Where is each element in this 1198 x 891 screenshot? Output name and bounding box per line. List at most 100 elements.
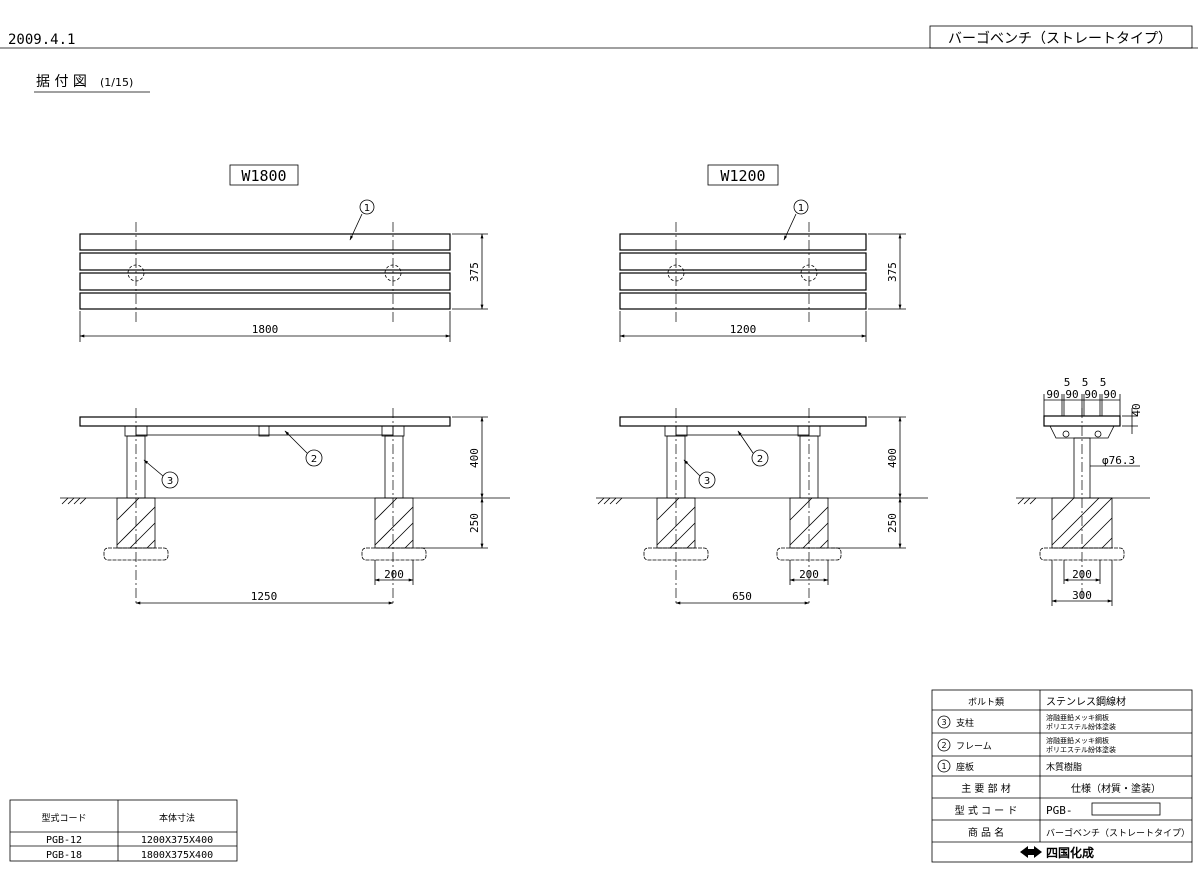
w1800-label: W1800 xyxy=(241,167,286,185)
w1800-plan-view: W1800 1 375 1800 xyxy=(79,164,488,342)
side-slat-width-2: 90 xyxy=(1065,388,1078,401)
spec-header-spec: 仕様（材質・塗装） xyxy=(1071,782,1161,795)
w1200-callout-3-text: 3 xyxy=(704,476,710,487)
spec-row-frame-spec-2: ポリエステル紛体塗装 xyxy=(1046,745,1116,754)
side-gap-1: 5 xyxy=(1064,376,1071,389)
w1200-slat-4 xyxy=(619,292,867,310)
w1200-plan-view: W1200 1 375 1200 xyxy=(619,164,906,342)
side-gap-3: 5 xyxy=(1100,376,1107,389)
model-table-row-1-code: PGB-12 xyxy=(46,835,82,846)
w1800-callout-2-text: 2 xyxy=(311,454,317,465)
side-ground-hatch xyxy=(1017,497,1037,505)
spec-row-frame-marker xyxy=(937,738,951,752)
w1200-span-dim: 650 xyxy=(732,590,752,603)
w1200-footing-dim: 200 xyxy=(799,568,819,581)
w1200-slat-2 xyxy=(619,252,867,271)
w1800-callout-1 xyxy=(359,199,375,215)
model-table-header-size: 本体寸法 xyxy=(159,812,195,824)
title-box xyxy=(929,25,1193,49)
side-foundation-hatch xyxy=(1051,497,1113,549)
spec-name-label: 商 品 名 xyxy=(968,826,1004,839)
w1800-callout-2-leader xyxy=(284,430,308,454)
w1800-slat-4 xyxy=(79,292,451,310)
w1200-callout-3 xyxy=(698,471,716,489)
w1800-callout-1-leader xyxy=(349,213,363,241)
side-gap-2: 5 xyxy=(1082,376,1089,389)
spec-row-frame-part: フレーム xyxy=(956,741,992,752)
w1800-frame xyxy=(135,425,394,436)
w1800-slat-2 xyxy=(79,252,451,271)
side-foundation-width-dim: 300 xyxy=(1072,589,1092,602)
w1200-label-box xyxy=(707,164,779,186)
model-code-table: 型式コード 本体寸法 PGB-12 1200X375X400 PGB-18 18… xyxy=(9,799,238,862)
w1200-slat-1 xyxy=(619,233,867,251)
side-gravel xyxy=(1039,547,1125,561)
w1800-gravel-left xyxy=(103,547,169,561)
model-table-header-code: 型式コード xyxy=(41,812,86,824)
side-slat-ext-lines xyxy=(1043,394,1121,416)
w1200-label: W1200 xyxy=(720,167,765,185)
side-footing-dim: 200 xyxy=(1072,568,1092,581)
spec-code-box xyxy=(1091,802,1161,816)
w1200-callout-2 xyxy=(751,449,769,467)
spec-code-value: PGB- xyxy=(1046,804,1073,817)
w1800-center-bracket xyxy=(258,425,270,437)
side-slat-width-3: 90 xyxy=(1084,388,1097,401)
spec-header-part: 主 要 部 材 xyxy=(961,782,1011,795)
w1200-ground-hatch xyxy=(597,497,623,505)
spec-row-post-spec-1: 溶融亜鉛メッキ鋼板 xyxy=(1046,713,1109,722)
model-table-frame xyxy=(9,799,238,862)
company-name: 四国化成 xyxy=(1046,845,1094,860)
spec-row-post-marker xyxy=(937,715,951,729)
model-table-row-2-code: PGB-18 xyxy=(46,850,82,861)
w1800-seat xyxy=(79,416,451,427)
spec-row-seat-no: 1 xyxy=(941,762,946,771)
w1800-foundation-dim: 250 xyxy=(468,513,481,533)
w1200-gravel-left xyxy=(643,547,709,561)
model-table-row-1-size: 1200X375X400 xyxy=(141,835,213,846)
side-slat-width-4: 90 xyxy=(1103,388,1116,401)
w1800-post-right xyxy=(384,435,404,499)
w1200-callout-3-leader xyxy=(683,459,701,477)
w1200-seat xyxy=(619,416,867,427)
w1800-ground-hatch xyxy=(61,497,87,505)
w1200-foundation-hatch xyxy=(656,497,829,549)
spec-row-frame-no: 2 xyxy=(941,741,946,750)
w1800-callout-2 xyxy=(305,449,323,467)
spec-code-label: 型 式 コ ー ド xyxy=(955,804,1018,817)
w1200-foundation-dim: 250 xyxy=(886,513,899,533)
w1800-post-hidden-right xyxy=(384,264,402,282)
product-title: バーゴベンチ（ストレートタイプ） xyxy=(948,30,1172,47)
spec-row-seat-spec: 木質樹脂 xyxy=(1046,761,1082,773)
w1200-width-dim: 1200 xyxy=(730,323,757,336)
w1800-width-dim: 1800 xyxy=(252,323,279,336)
w1200-post-hidden-left xyxy=(667,264,685,282)
w1800-foundation-right xyxy=(374,497,414,549)
spec-row-bolts-spec: ステンレス鋼線材 xyxy=(1046,695,1126,708)
w1800-foundation-hatch xyxy=(116,497,414,549)
w1200-depth-dim: 375 xyxy=(886,262,899,282)
spec-name-value: バーゴベンチ（ストレートタイプ） xyxy=(1046,827,1190,839)
spec-row-seat-part: 座板 xyxy=(956,761,974,773)
side-bolt-right xyxy=(1094,430,1102,438)
side-view: 5 5 5 90 90 90 90 40 φ76.3 200 300 xyxy=(1016,376,1150,606)
spec-row-post-spec-2: ポリエステル紛体塗装 xyxy=(1046,722,1116,731)
w1800-slat-3 xyxy=(79,272,451,291)
w1800-front-view: 2 3 400 250 200 1250 xyxy=(60,408,510,605)
side-bolt-left xyxy=(1062,430,1070,438)
w1800-depth-dim: 375 xyxy=(468,262,481,282)
w1200-callout-2-leader xyxy=(737,430,754,454)
side-slat-width-1: 90 xyxy=(1046,388,1059,401)
model-table-row-2-size: 1800X375X400 xyxy=(141,850,213,861)
w1800-callout-1-text: 1 xyxy=(364,203,370,214)
w1800-slat-1 xyxy=(79,233,451,251)
w1200-frame xyxy=(675,425,810,436)
spec-row-seat-marker xyxy=(937,759,951,773)
w1200-slat-3 xyxy=(619,272,867,291)
w1800-callout-3-text: 3 xyxy=(167,476,173,487)
spec-row-bolts-part: ボルト類 xyxy=(968,697,1004,708)
w1800-gravel-right xyxy=(361,547,427,561)
w1800-callout-3 xyxy=(161,471,179,489)
date-label: 2009.4.1 xyxy=(8,32,75,48)
